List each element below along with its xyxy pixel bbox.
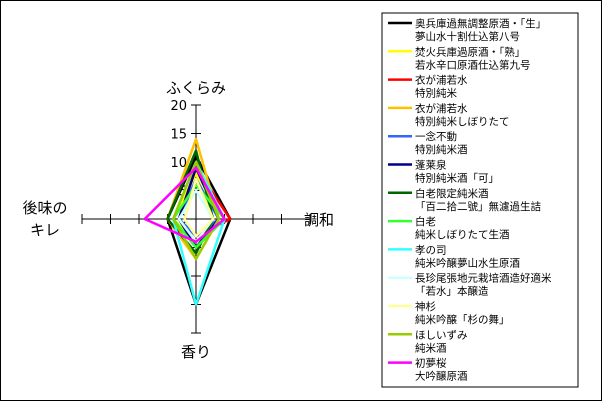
axis-label: 後味の bbox=[22, 199, 67, 217]
legend-entry: 神杉 bbox=[415, 300, 436, 313]
tick-label: 0 bbox=[179, 213, 187, 228]
legend-entry: 蓬莱泉 bbox=[415, 159, 447, 172]
series-line bbox=[166, 149, 215, 255]
legend-entry: 奥兵庫過無調整原酒・「生」 bbox=[415, 17, 546, 30]
legend-entry: 純米酒 bbox=[415, 341, 447, 354]
tick-label: 15 bbox=[170, 128, 187, 143]
legend-entry: 長珍尾張地元栽培酒造好適米 bbox=[415, 272, 552, 285]
legend-entry: 純米吟醸夢山水生原酒 bbox=[415, 256, 520, 269]
legend-entry: 一念不動 bbox=[415, 130, 457, 143]
series-layer bbox=[143, 137, 232, 306]
legend-entry: 特別純米しぼりたて bbox=[415, 115, 510, 128]
legend-entry: 白老 bbox=[415, 215, 436, 228]
legend-entry: 白老限定純米酒 bbox=[415, 187, 489, 200]
axis-label: ふくらみ bbox=[166, 79, 226, 97]
legend-entry: 特別純米酒「可」 bbox=[415, 172, 499, 185]
legend-entry: 孝の司 bbox=[415, 244, 447, 256]
tick-label: 20 bbox=[170, 99, 187, 114]
legend-entry: 特別純米酒 bbox=[415, 143, 468, 156]
legend-entry: 純米吟醸「杉の舞」 bbox=[415, 313, 510, 326]
legend-entry: 「百二拾二號」無濾過生詰 bbox=[415, 200, 541, 213]
legend-entry: ほしいずみ bbox=[415, 329, 468, 341]
legend-entry: 若水辛口原酒仕込第九号 bbox=[415, 58, 531, 71]
legend-entry: 「若水」本醸造 bbox=[415, 285, 489, 298]
axis-label: キレ bbox=[30, 221, 60, 239]
legend-entry: 焚火兵庫過原酒・「熟」 bbox=[415, 45, 525, 58]
legend-entry: 純米しぼりたて生酒 bbox=[415, 228, 510, 241]
legend-entry: 衣が浦若水 bbox=[415, 74, 468, 87]
tick-label: 10 bbox=[170, 156, 187, 171]
legend-entry: 特別純米 bbox=[415, 87, 457, 100]
legend-entry: 夢山水十割仕込第八号 bbox=[415, 30, 520, 43]
axis-label: 調和 bbox=[304, 211, 334, 229]
axis-label: 香り bbox=[181, 343, 211, 361]
legend-box bbox=[381, 12, 579, 388]
series-line bbox=[143, 166, 226, 244]
series-line bbox=[183, 177, 215, 238]
legend-entry: 大吟醸原酒 bbox=[415, 370, 468, 383]
legend-entry: 初夢桜 bbox=[415, 357, 447, 370]
legend: 奥兵庫過無調整原酒・「生」夢山水十割仕込第八号焚火兵庫過原酒・「熟」若水辛口原酒… bbox=[381, 12, 579, 388]
legend-entry: 衣が浦若水 bbox=[415, 102, 468, 115]
series-line bbox=[171, 160, 221, 261]
